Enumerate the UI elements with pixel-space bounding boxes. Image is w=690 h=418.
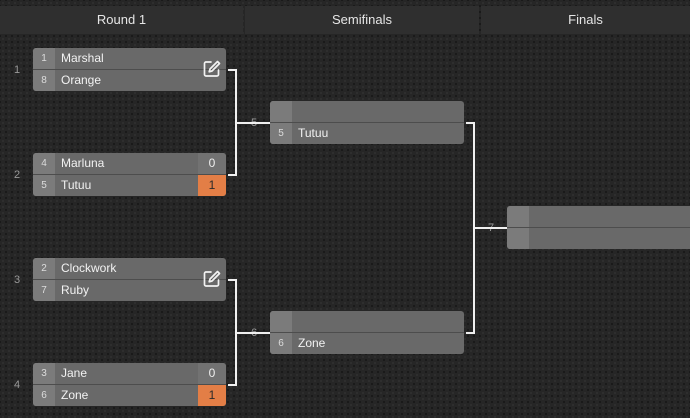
seed: 6 <box>33 385 55 406</box>
match-slot-empty[interactable] <box>507 206 690 227</box>
seed <box>270 101 292 122</box>
match-slot[interactable]: 1 Marshal <box>33 48 226 69</box>
seed <box>270 311 292 332</box>
match-number: 1 <box>14 64 21 76</box>
round-title-round-1: Round 1 <box>0 6 243 34</box>
match-1-card[interactable]: 1 Marshal 8 Orange <box>33 48 226 91</box>
team-name: Ruby <box>61 283 90 297</box>
seed: 3 <box>33 363 55 384</box>
team-name: Orange <box>61 73 102 87</box>
match-slot[interactable]: 5 Tutuu <box>270 122 464 144</box>
match-slot[interactable]: 6 Zone <box>270 332 464 354</box>
match-number: 3 <box>14 274 21 286</box>
match-3-card[interactable]: 2 Clockwork 7 Ruby <box>33 258 226 301</box>
team-name: Zone <box>61 388 89 402</box>
match-slot[interactable]: 7 Ruby <box>33 279 226 301</box>
match-7-card[interactable] <box>507 206 690 249</box>
match-6-card[interactable]: 6 Zone <box>270 311 464 354</box>
seed: 7 <box>33 280 55 301</box>
bracket-connector <box>228 279 237 386</box>
round-header: Round 1 Semifinals Finals <box>0 6 690 34</box>
bracket-connector <box>466 122 475 334</box>
seed <box>507 228 529 249</box>
match-slot[interactable]: 3 Jane 0 <box>33 363 226 384</box>
bracket-connector-line <box>475 227 507 229</box>
team-name: Marshal <box>61 51 104 65</box>
bracket-connector-line <box>237 122 270 124</box>
round-title-finals: Finals <box>481 6 690 34</box>
team-name: Zone <box>298 336 326 350</box>
team-name: Clockwork <box>61 261 117 275</box>
match-slot-empty[interactable] <box>270 311 464 332</box>
match-slot[interactable]: 4 Marluna 0 <box>33 153 226 174</box>
match-slot-empty[interactable] <box>507 227 690 249</box>
team-name: Jane <box>61 366 88 380</box>
score: 0 <box>198 363 226 384</box>
match-2-card[interactable]: 4 Marluna 0 5 Tutuu 1 <box>33 153 226 196</box>
match-number: 2 <box>14 169 21 181</box>
edit-icon[interactable] <box>202 269 222 289</box>
round-title-semifinals: Semifinals <box>245 6 479 34</box>
match-number: 4 <box>14 379 21 391</box>
bracket-connector-line <box>237 332 270 334</box>
score: 0 <box>198 153 226 174</box>
match-slot[interactable]: 8 Orange <box>33 69 226 91</box>
winner-score: 1 <box>198 385 226 406</box>
seed: 6 <box>270 333 292 354</box>
seed: 5 <box>33 175 55 196</box>
seed: 2 <box>33 258 55 279</box>
match-slot[interactable]: 6 Zone 1 <box>33 384 226 406</box>
seed <box>507 206 529 227</box>
edit-icon[interactable] <box>202 59 222 79</box>
bracket-connector <box>228 69 237 176</box>
seed: 5 <box>270 123 292 144</box>
team-name: Marluna <box>61 156 105 170</box>
match-5-card[interactable]: 5 Tutuu <box>270 101 464 144</box>
match-slot-empty[interactable] <box>270 101 464 122</box>
seed: 1 <box>33 48 55 69</box>
winner-score: 1 <box>198 175 226 196</box>
seed: 8 <box>33 70 55 91</box>
team-name: Tutuu <box>298 126 329 140</box>
team-name: Tutuu <box>61 178 92 192</box>
seed: 4 <box>33 153 55 174</box>
match-4-card[interactable]: 3 Jane 0 6 Zone 1 <box>33 363 226 406</box>
match-slot[interactable]: 2 Clockwork <box>33 258 226 279</box>
match-slot[interactable]: 5 Tutuu 1 <box>33 174 226 196</box>
